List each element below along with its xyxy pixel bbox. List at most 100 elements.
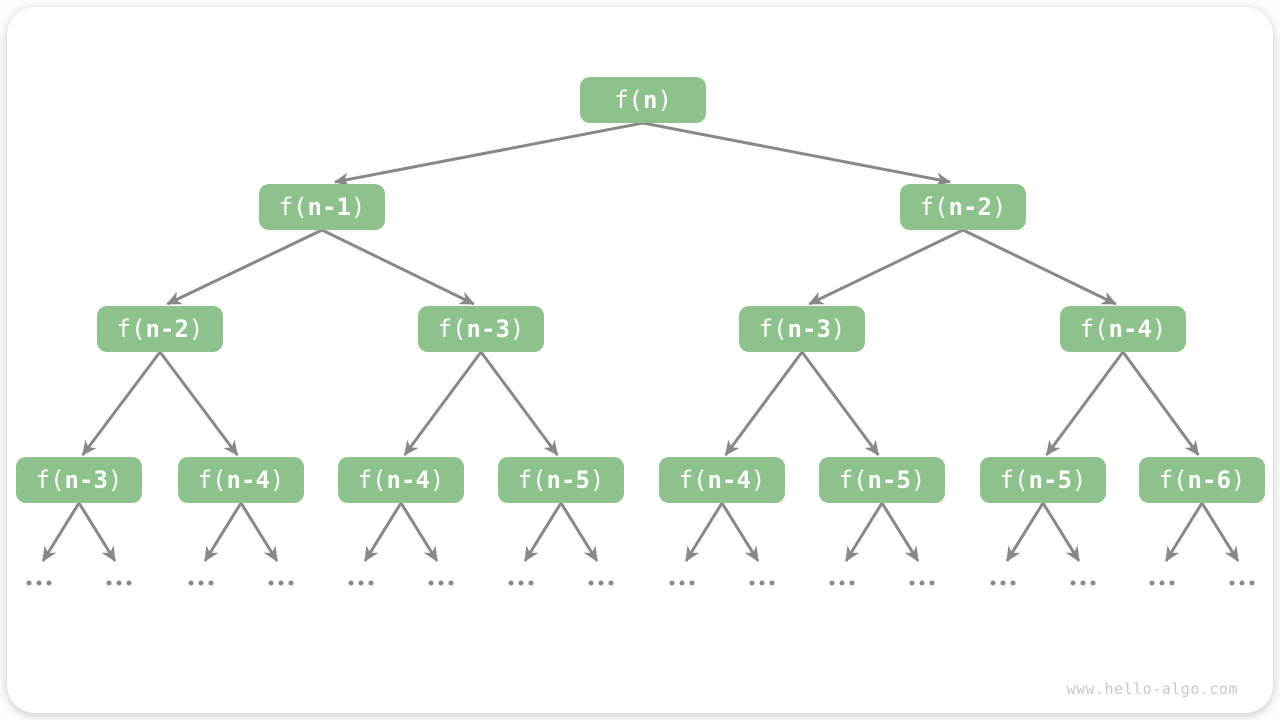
node-label-prefix: f( [278, 193, 308, 221]
ellipsis [428, 580, 454, 586]
ellipsis [1070, 580, 1096, 586]
node-label-core: n-6 [1187, 466, 1231, 494]
ellipsis-dot-icon [116, 580, 122, 586]
ellipsis-dot-icon [518, 580, 524, 586]
tree-node: f(n-5) [980, 457, 1106, 503]
ellipsis-dot-icon [278, 580, 284, 586]
tree-node: f(n-2) [97, 306, 223, 352]
node-label-prefix: f( [1079, 315, 1109, 343]
node-label-core: n-3 [787, 315, 831, 343]
ellipsis-dot-icon [1249, 580, 1255, 586]
ellipsis-dot-icon [1070, 580, 1076, 586]
ellipsis-dot-icon [1229, 580, 1235, 586]
ellipsis [669, 580, 695, 586]
ellipsis-dot-icon [769, 580, 775, 586]
node-label-core: n-4 [707, 466, 751, 494]
ellipsis-dot-icon [126, 580, 132, 586]
node-label-suffix: ) [107, 466, 123, 494]
ellipsis-dot-icon [909, 580, 915, 586]
ellipsis-dot-icon [268, 580, 274, 586]
ellipsis [188, 580, 214, 586]
node-label-suffix: ) [188, 315, 204, 343]
ellipsis-dot-icon [106, 580, 112, 586]
ellipsis [909, 580, 935, 586]
ellipsis-dot-icon [749, 580, 755, 586]
node-label-core: n-4 [386, 466, 430, 494]
ellipsis [26, 580, 52, 586]
node-label-suffix: ) [830, 315, 846, 343]
node-label-core: n-5 [1028, 466, 1072, 494]
node-label-suffix: ) [429, 466, 445, 494]
node-label-suffix: ) [509, 315, 525, 343]
ellipsis [1229, 580, 1255, 586]
node-label-prefix: f( [35, 466, 65, 494]
ellipsis-dot-icon [448, 580, 454, 586]
ellipsis-dot-icon [508, 580, 514, 586]
ellipsis-dot-icon [839, 580, 845, 586]
ellipsis [348, 580, 374, 586]
node-label-core: n-2 [145, 315, 189, 343]
ellipsis [990, 580, 1016, 586]
tree-node: f(n-3) [739, 306, 865, 352]
node-label-prefix: f( [678, 466, 708, 494]
node-label-prefix: f( [614, 86, 643, 114]
node-label-core: n-4 [226, 466, 270, 494]
ellipsis-dot-icon [588, 580, 594, 586]
ellipsis-dot-icon [358, 580, 364, 586]
node-label-suffix: ) [350, 193, 366, 221]
tree-node: f(n-6) [1139, 457, 1265, 503]
node-label-suffix: ) [750, 466, 766, 494]
ellipsis-dot-icon [208, 580, 214, 586]
ellipsis-dot-icon [689, 580, 695, 586]
ellipsis-dot-icon [919, 580, 925, 586]
ellipsis-dot-icon [669, 580, 675, 586]
node-label-prefix: f( [517, 466, 547, 494]
node-label-prefix: f( [919, 193, 949, 221]
ellipsis-dot-icon [288, 580, 294, 586]
ellipsis-dot-icon [348, 580, 354, 586]
ellipsis-dot-icon [428, 580, 434, 586]
node-label-core: n-5 [867, 466, 911, 494]
node-label-core: n-3 [466, 315, 510, 343]
ellipsis-dot-icon [990, 580, 996, 586]
ellipsis-dot-icon [528, 580, 534, 586]
ellipsis-dot-icon [1159, 580, 1165, 586]
ellipsis-dot-icon [198, 580, 204, 586]
node-label-prefix: f( [838, 466, 868, 494]
tree-node: f(n-3) [418, 306, 544, 352]
tree-node: f(n-3) [16, 457, 142, 503]
tree-node: f(n) [580, 77, 706, 123]
ellipsis [106, 580, 132, 586]
ellipsis-dot-icon [1010, 580, 1016, 586]
node-label-suffix: ) [991, 193, 1007, 221]
ellipsis-dot-icon [929, 580, 935, 586]
node-label-suffix: ) [589, 466, 605, 494]
ellipsis-dot-icon [36, 580, 42, 586]
tree-node: f(n-4) [1060, 306, 1186, 352]
ellipsis [1149, 580, 1175, 586]
ellipsis [588, 580, 614, 586]
node-label-suffix: ) [910, 466, 926, 494]
node-label-suffix: ) [1230, 466, 1246, 494]
ellipsis-dot-icon [368, 580, 374, 586]
ellipsis-dot-icon [1080, 580, 1086, 586]
ellipsis-dot-icon [679, 580, 685, 586]
node-label-core: n-4 [1108, 315, 1152, 343]
ellipsis-dot-icon [759, 580, 765, 586]
node-label-prefix: f( [116, 315, 146, 343]
tree-node: f(n-4) [178, 457, 304, 503]
ellipsis-dot-icon [1090, 580, 1096, 586]
node-label-prefix: f( [1158, 466, 1188, 494]
node-label-suffix: ) [1071, 466, 1087, 494]
ellipsis-dot-icon [849, 580, 855, 586]
node-label-core: n-5 [546, 466, 590, 494]
ellipsis-dot-icon [608, 580, 614, 586]
ellipsis [749, 580, 775, 586]
ellipsis-dot-icon [46, 580, 52, 586]
node-label-core: n-2 [948, 193, 992, 221]
watermark: www.hello-algo.com [1066, 680, 1238, 698]
node-label-suffix: ) [269, 466, 285, 494]
tree-node: f(n-5) [819, 457, 945, 503]
node-label-prefix: f( [197, 466, 227, 494]
